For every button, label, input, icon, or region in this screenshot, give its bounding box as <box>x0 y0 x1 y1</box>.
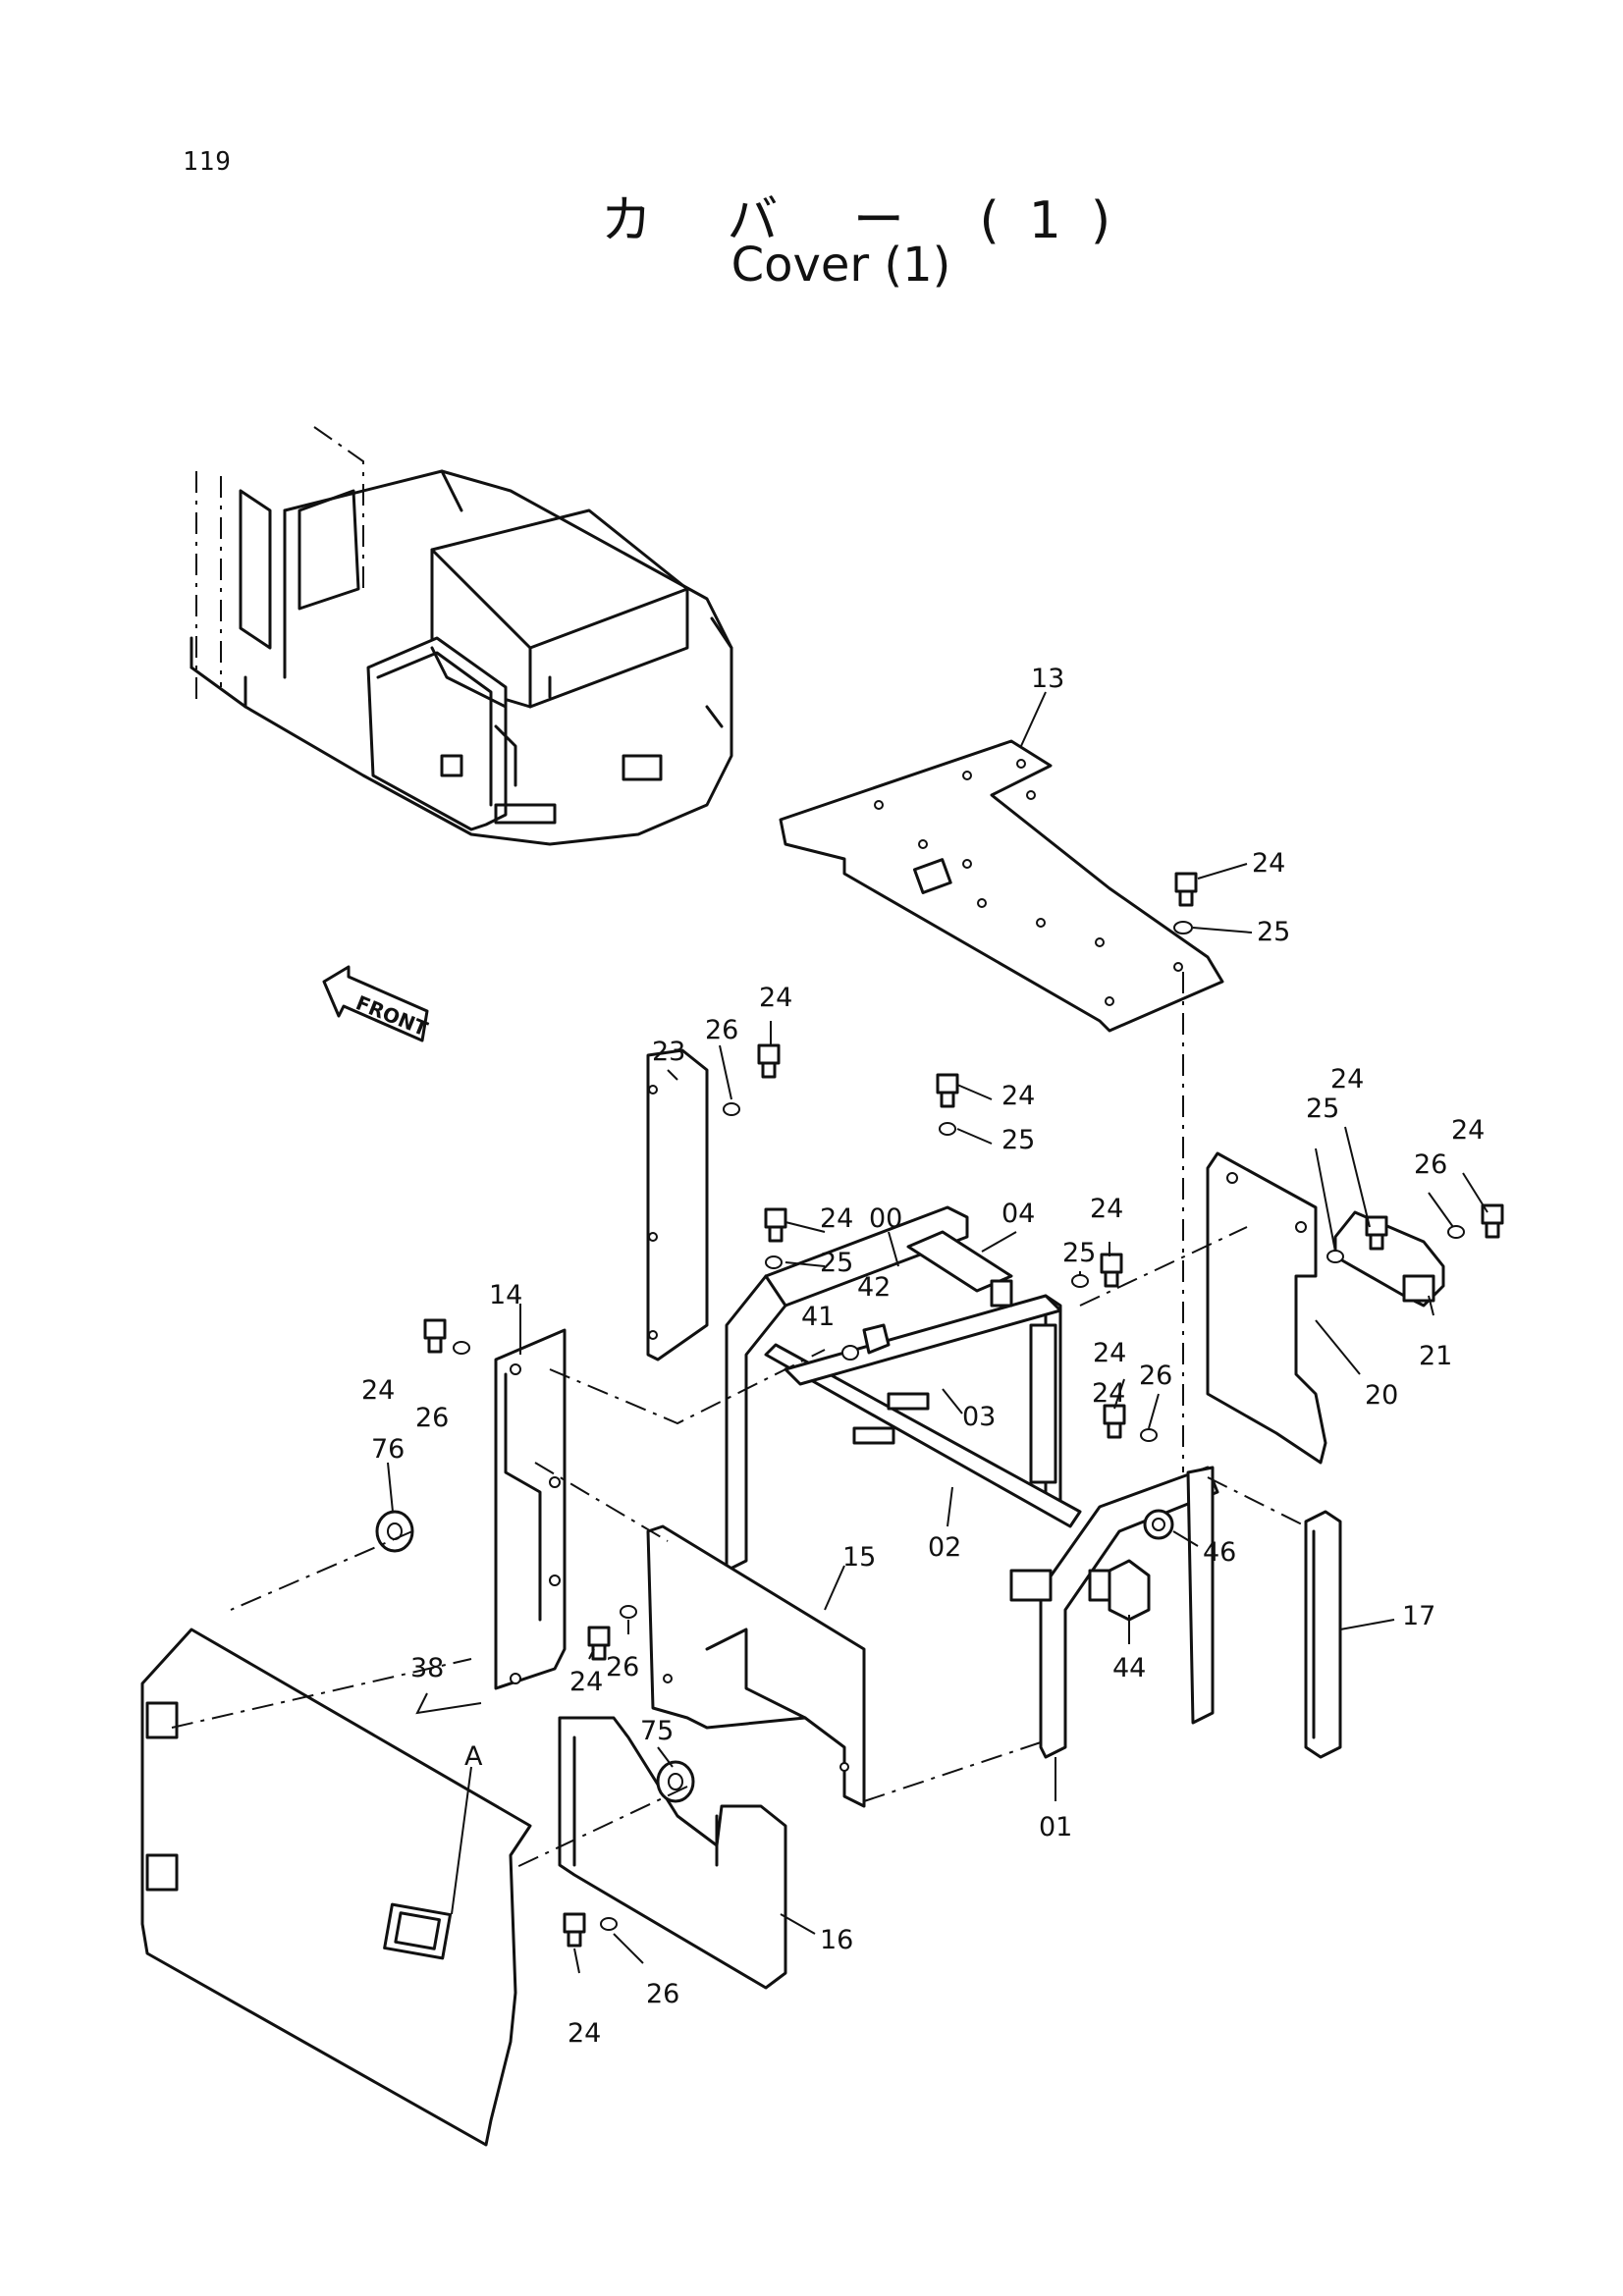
callout-label: 26 <box>606 1652 639 1682</box>
callout-label: 17 <box>1402 1601 1435 1631</box>
callout-label: 25 <box>1001 1125 1035 1155</box>
callout-label: 24 <box>1001 1081 1035 1111</box>
callout-label: 14 <box>489 1280 522 1310</box>
callout-label: 41 <box>801 1302 835 1332</box>
callout-leader-lines <box>387 691 1488 1974</box>
callout-label: 26 <box>415 1403 449 1433</box>
callout-label: 24 <box>568 2018 601 2049</box>
callout-label: 24 <box>1093 1338 1126 1368</box>
alignment-lines <box>171 1226 1307 1871</box>
part-20-right-panel <box>1206 1151 1327 1465</box>
callout-label: 25 <box>1306 1094 1339 1124</box>
part-13-top-cover-plate <box>779 739 1224 1033</box>
excavator-overview-illustration <box>189 426 733 846</box>
callout-label: 46 <box>1203 1537 1236 1568</box>
fasteners <box>375 872 1504 1948</box>
callout-label: 24 <box>1451 1115 1485 1146</box>
part-17-right-strip <box>1304 1510 1342 1759</box>
frame-assembly <box>725 1205 1219 1759</box>
callout-label: 25 <box>820 1248 853 1278</box>
callout-label: 75 <box>640 1716 674 1746</box>
callout-label: 26 <box>646 1979 679 2009</box>
callout-label: 24 <box>1090 1194 1123 1224</box>
callout-label: 24 <box>759 983 792 1013</box>
detail-marker-label: A <box>464 1741 483 1772</box>
page-title-japanese: カ バ ー (1) <box>600 191 1141 250</box>
callout-label: 03 <box>962 1402 996 1432</box>
callout-label: 26 <box>705 1015 738 1045</box>
part-21-bracket <box>1333 1210 1445 1308</box>
callout-labels: 13 24 25 24 26 23 24 25 00 24 25 04 24 2… <box>361 664 1485 2049</box>
callout-label: 76 <box>371 1434 405 1465</box>
callout-label: 44 <box>1112 1653 1146 1683</box>
callout-label: 20 <box>1365 1380 1398 1411</box>
callout-label: 26 <box>1414 1149 1447 1180</box>
callout-label: 04 <box>1001 1199 1035 1229</box>
callout-label: 23 <box>652 1037 685 1067</box>
callout-label: 13 <box>1031 664 1064 694</box>
front-direction-arrow: FRONT <box>322 965 431 1042</box>
page-title-english: Cover (1) <box>730 238 951 293</box>
callout-label: 02 <box>928 1532 961 1563</box>
callout-label: 25 <box>1257 917 1290 947</box>
callout-label: 24 <box>1092 1378 1125 1409</box>
part-38-large-door <box>140 1628 532 2147</box>
callout-label: 00 <box>869 1203 902 1234</box>
callout-label: 24 <box>361 1375 395 1406</box>
part-16-lower-panel <box>558 1716 787 1990</box>
callout-label: 24 <box>569 1667 603 1697</box>
part-04-bracket <box>906 1230 1013 1308</box>
callout-label: 24 <box>820 1203 853 1234</box>
callout-label: 24 <box>1252 848 1285 879</box>
part-15-center-panel <box>646 1524 866 1808</box>
callout-label: 15 <box>842 1542 876 1573</box>
callout-label: 24 <box>1330 1064 1364 1095</box>
callout-label: 21 <box>1419 1341 1452 1371</box>
callout-label: 26 <box>1139 1361 1172 1391</box>
page-number: 119 <box>183 147 232 177</box>
callout-label: 25 <box>1062 1238 1096 1268</box>
part-14-left-panel <box>494 1328 567 1690</box>
callout-label: 38 <box>410 1653 444 1683</box>
part-23-side-strip <box>646 1048 709 1362</box>
callout-label: 01 <box>1039 1812 1072 1842</box>
callout-label: 42 <box>857 1272 891 1303</box>
callout-label: 16 <box>820 1925 853 1955</box>
part-44-bracket <box>1108 1559 1151 1622</box>
